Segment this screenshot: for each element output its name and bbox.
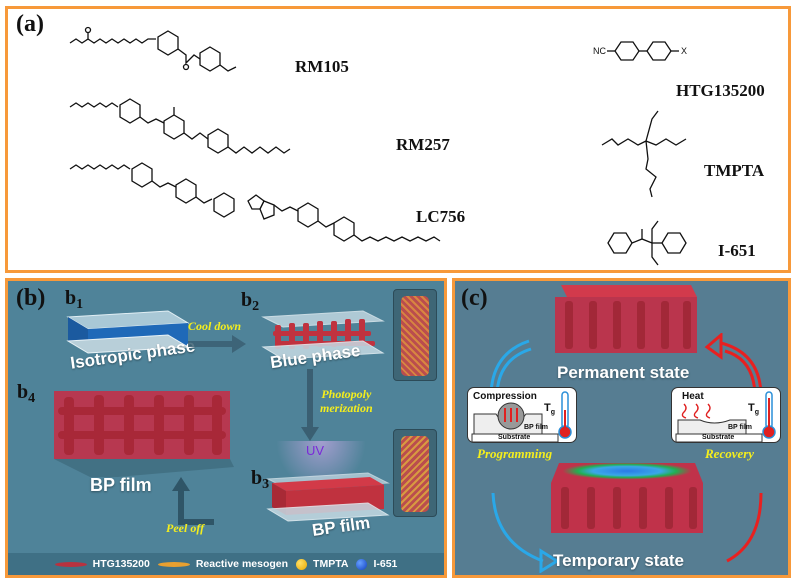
legend-item-tmpta: TMPTA	[296, 558, 348, 570]
panel-c-label: (c)	[461, 285, 488, 311]
permanent-state-block-graphic	[555, 285, 697, 353]
legend-item-htg135200: HTG135200	[54, 558, 150, 570]
orange-rod-icon	[157, 561, 190, 567]
bp-film-cell-graphic	[266, 472, 390, 522]
step-b4-label: b4	[17, 381, 36, 406]
rm105-label: RM105	[295, 57, 349, 76]
panel-b-label: (b)	[16, 285, 46, 311]
temporary-state-label: Temporary state	[553, 551, 685, 570]
legend: HTG135200 Reactive mesogen TMPTA I-651	[8, 553, 444, 575]
tmpta-label: TMPTA	[704, 161, 765, 180]
step-b1-label: b1	[65, 287, 84, 312]
panel-b-fabrication-process: (b) b1 Isotropic phase Cool down b2 Blue…	[5, 278, 447, 578]
tmpta-structure	[601, 110, 687, 198]
permanent-state-label: Permanent state	[557, 363, 690, 382]
legend-item-reactive-mesogen: Reactive mesogen	[157, 558, 288, 570]
bp-film-caption-b4: BP film	[90, 475, 152, 495]
lc756-structure	[69, 162, 441, 242]
bp-film-helix-inset	[393, 429, 437, 517]
lc756-label: LC756	[416, 207, 466, 226]
rm105-structure	[69, 26, 237, 72]
heat-title: Heat	[682, 391, 704, 402]
bp-film-card-label: BP film	[524, 424, 548, 431]
isotropic-cell-graphic	[66, 310, 190, 354]
peel-off-arrow-icon	[172, 477, 214, 525]
htg135200-structure: NC X	[593, 41, 687, 61]
heat-recovery-diagram	[675, 391, 776, 443]
cool-down-arrow-icon	[188, 335, 246, 353]
tg-label: Tg	[748, 402, 760, 417]
step-b3-label: b3	[251, 467, 270, 492]
photopolymerization-arrow-icon	[301, 369, 319, 441]
substrate-card-label: Substrate	[702, 434, 735, 441]
blue-sphere-icon	[356, 558, 368, 570]
tg-label: Tg	[544, 402, 556, 417]
panel-a-label: (a)	[16, 11, 44, 37]
compression-card: Compression Tg BP film Substrate	[467, 387, 577, 443]
legend-item-i651: I-651	[356, 558, 397, 570]
heat-card: Heat Tg BP film Substrate	[671, 387, 781, 443]
cool-down-label: Cool down	[188, 319, 242, 333]
svg-text:NC: NC	[593, 46, 606, 56]
compression-diagram	[471, 391, 572, 443]
helix-cylinder	[401, 436, 429, 512]
panel-a-chemical-structures: (a) RM105 RM257 LC7	[5, 6, 791, 273]
rm257-label: RM257	[396, 135, 450, 154]
uv-label: UV	[306, 443, 325, 458]
svg-text:X: X	[681, 46, 687, 56]
compression-title: Compression	[473, 391, 537, 402]
step-b2-label: b2	[241, 289, 260, 314]
panel-c-shape-memory-cycle: (c) Permanent state Compression Tg	[452, 278, 791, 578]
temporary-state-block-graphic	[551, 463, 703, 533]
htg135200-label: HTG135200	[676, 81, 765, 100]
red-rod-icon	[54, 561, 87, 567]
i651-label: I-651	[718, 241, 756, 260]
programming-label: Programming	[477, 446, 553, 461]
yellow-sphere-icon	[296, 558, 308, 570]
bp-film-card-label: BP film	[728, 424, 752, 431]
blue-phase-helix-inset	[393, 289, 437, 381]
i651-structure	[607, 220, 687, 266]
recovery-label: Recovery	[705, 446, 755, 461]
rm257-structure	[69, 98, 291, 154]
peel-off-label: Peel off	[166, 521, 205, 535]
bp-film-block-graphic	[54, 391, 234, 477]
blue-phase-cell-graphic	[261, 310, 385, 360]
substrate-card-label: Substrate	[498, 434, 531, 441]
helix-cylinder	[401, 296, 429, 376]
